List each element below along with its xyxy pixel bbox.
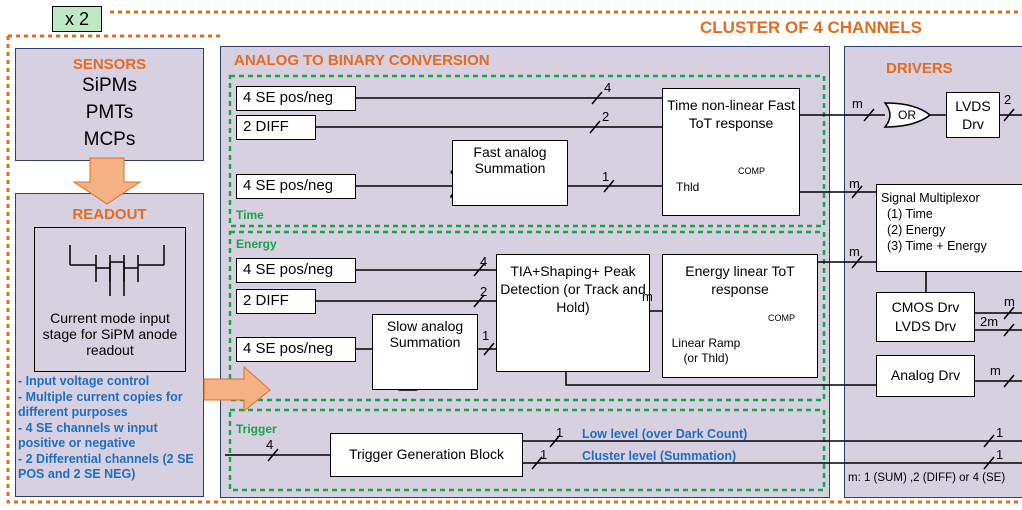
signal-multiplexor <box>876 184 1022 272</box>
fast-summation-label: Fast analog Summation <box>473 144 547 176</box>
readout-panel <box>15 193 204 497</box>
analog-driver: Analog Drv <box>876 355 975 397</box>
energy-label: Energy <box>236 237 277 251</box>
drivers-title: DRIVERS <box>886 60 953 77</box>
mux-item-energy: (2) Energy <box>887 223 946 237</box>
time-label: Time <box>236 208 264 222</box>
cmos-lvds-driver: CMOS Drv LVDS Drv <box>876 292 975 342</box>
trigger-block: Trigger Generation Block <box>330 433 523 477</box>
m-note: m: 1 (SUM) ,2 (DIFF) or 4 (SE) <box>848 472 1006 484</box>
trigger-label: Trigger <box>236 422 277 436</box>
multiplier-badge: x 2 <box>52 6 102 32</box>
sensor-mcps: MCPs <box>83 129 136 150</box>
current-stage-text: Current mode input stage for SiPM anode … <box>42 310 178 358</box>
bus-1-time: 1 <box>602 169 610 184</box>
bus-m-analog: m <box>990 363 1001 378</box>
time-comp-label: COMP <box>738 166 765 176</box>
mux-text: Signal Multiplexor (1) Time (2) Energy (… <box>881 190 987 254</box>
note-voltage: - Input voltage control <box>18 374 150 388</box>
bus-m-time-mux: m <box>849 176 860 191</box>
time-block <box>662 88 800 216</box>
tia-block-label: TIA+Shaping+ Peak Detection (or Track an… <box>500 263 646 315</box>
bus-2-time: 2 <box>602 109 610 124</box>
note-se: - 4 SE channels w input positive or nega… <box>18 420 158 451</box>
bus-m-or: m <box>852 96 863 111</box>
energy-block-label: Energy linear ToT response <box>685 263 795 297</box>
tia-block <box>496 254 650 372</box>
bus-1-cluster-out: 1 <box>996 447 1004 462</box>
bus-4-time: 4 <box>604 80 612 95</box>
time-block-label: Time non-linear Fast ToT response <box>667 97 795 131</box>
bus-1-energy: 1 <box>482 328 490 343</box>
time-diff-input: 2 DIFF <box>236 115 316 140</box>
energy-se-input: 4 SE pos/neg <box>236 258 356 283</box>
energy-se-sum-input: 4 SE pos/neg <box>236 337 356 362</box>
mux-item-both: (3) Time + Energy <box>887 239 987 253</box>
or-gate-label: OR <box>898 108 916 122</box>
lvds-driver: LVDS Drv <box>946 92 1000 138</box>
mux-title: Signal Multiplexor <box>881 191 980 205</box>
cluster-title: CLUSTER OF 4 CHANNELS <box>700 18 922 37</box>
note-copies: - Multiple current copies for different … <box>18 389 183 420</box>
time-se-sum-input: 4 SE pos/neg <box>236 174 356 199</box>
sensor-sipms: SiPMs <box>82 75 137 96</box>
energy-block <box>662 254 818 378</box>
bus-2-energy: 2 <box>480 284 488 299</box>
sensors-title: SENSORS <box>72 56 147 73</box>
sensors-panel <box>15 48 204 161</box>
bus-2-lvds: 2 <box>1004 92 1012 107</box>
ramp-label: Linear Ramp (or Thld) <box>671 336 741 365</box>
bus-m-energy: m <box>642 289 653 304</box>
bus-4-trigger: 4 <box>266 437 274 452</box>
analog-title: ANALOG TO BINARY CONVERSION <box>234 52 490 69</box>
readout-notes: - Input voltage control - Multiple curre… <box>18 374 208 483</box>
mux-item-time: (1) Time <box>887 207 933 221</box>
slow-summation-label: Slow analog Summation <box>386 318 464 350</box>
bus-2m-lvds: 2m <box>980 314 999 329</box>
energy-comp-label: COMP <box>768 313 795 323</box>
slow-summation-box <box>372 314 478 390</box>
current-stage-box <box>34 227 186 372</box>
bus-1-low-out: 1 <box>996 425 1004 440</box>
readout-title: READOUT <box>72 206 147 223</box>
bus-1-low: 1 <box>556 425 564 440</box>
cluster-level-label: Cluster level (Summation) <box>582 449 737 463</box>
fast-summation-box <box>452 140 568 206</box>
bus-1-cluster: 1 <box>540 447 548 462</box>
bus-m-energy-mux: m <box>849 244 860 259</box>
time-se-input: 4 SE pos/neg <box>236 86 356 111</box>
time-thld-label: Thld <box>676 180 700 194</box>
bus-4-energy: 4 <box>480 254 488 269</box>
bus-m-cmos: m <box>1004 294 1015 309</box>
sensor-pmts: PMTs <box>85 102 134 123</box>
low-level-label: Low level (over Dark Count) <box>582 427 748 441</box>
energy-diff-input: 2 DIFF <box>236 289 316 314</box>
note-diff: - 2 Differential channels (2 SE POS and … <box>18 451 194 482</box>
